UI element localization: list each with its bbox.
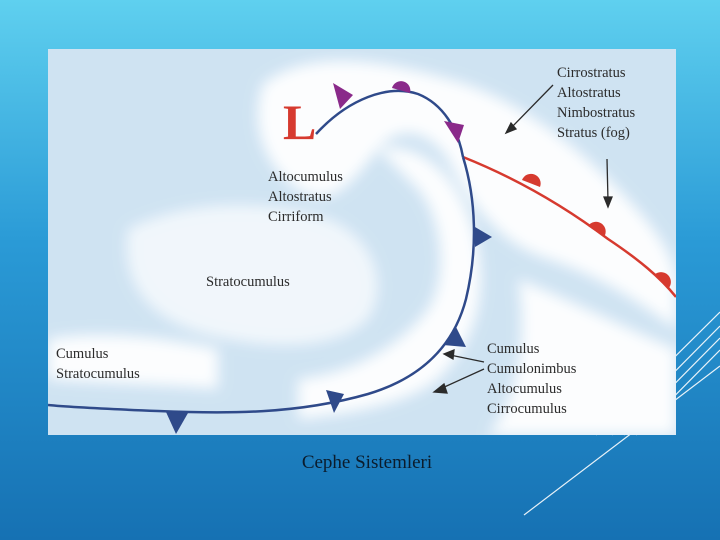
occluded-front-symbols [333, 81, 464, 143]
cold-front-symbols [166, 227, 492, 434]
label-stratocumulus: Stratocumulus [56, 366, 140, 382]
cloud-band [48, 60, 676, 435]
slide-caption: Cephe Sistemleri [301, 452, 433, 473]
cold-front-line [48, 156, 476, 414]
label-group-lower-left: Cumulus Stratocumulus [56, 344, 140, 384]
label-stratocumulus: Stratocumulus [206, 274, 290, 290]
label-stratus-fog: Stratus (fog) [557, 125, 630, 141]
label-group-upper-right: Cirrostratus Altostratus Nimbostratus St… [557, 63, 635, 143]
label-altostratus: Altostratus [557, 85, 621, 101]
label-cirriform: Cirriform [268, 209, 324, 225]
label-nimbostratus: Nimbostratus [557, 105, 636, 121]
warm-front-symbols [522, 173, 671, 289]
low-pressure-symbol: L [283, 94, 317, 150]
label-group-middle: Stratocumulus [206, 272, 290, 292]
label-altocumulus: Altocumulus [487, 381, 562, 397]
pointer-arrows [432, 84, 613, 394]
label-group-upper-left: Altocumulus Altostratus Cirriform [268, 167, 343, 227]
label-altostratus: Altostratus [268, 189, 332, 205]
label-cumulus: Cumulus [56, 346, 109, 362]
front-map [48, 60, 676, 435]
label-cirrostratus: Cirrostratus [557, 65, 626, 81]
label-group-lower-right: Cumulus Cumulonimbus Altocumulus Cirrocu… [487, 339, 576, 419]
label-cumulus: Cumulus [487, 341, 540, 357]
label-cirrocumulus: Cirrocumulus [487, 401, 567, 417]
weather-front-diagram: L Cirrostratus Altostratus Nimbostratus … [48, 49, 676, 435]
label-altocumulus: Altocumulus [268, 169, 343, 185]
label-cumulonimbus: Cumulonimbus [487, 361, 577, 377]
